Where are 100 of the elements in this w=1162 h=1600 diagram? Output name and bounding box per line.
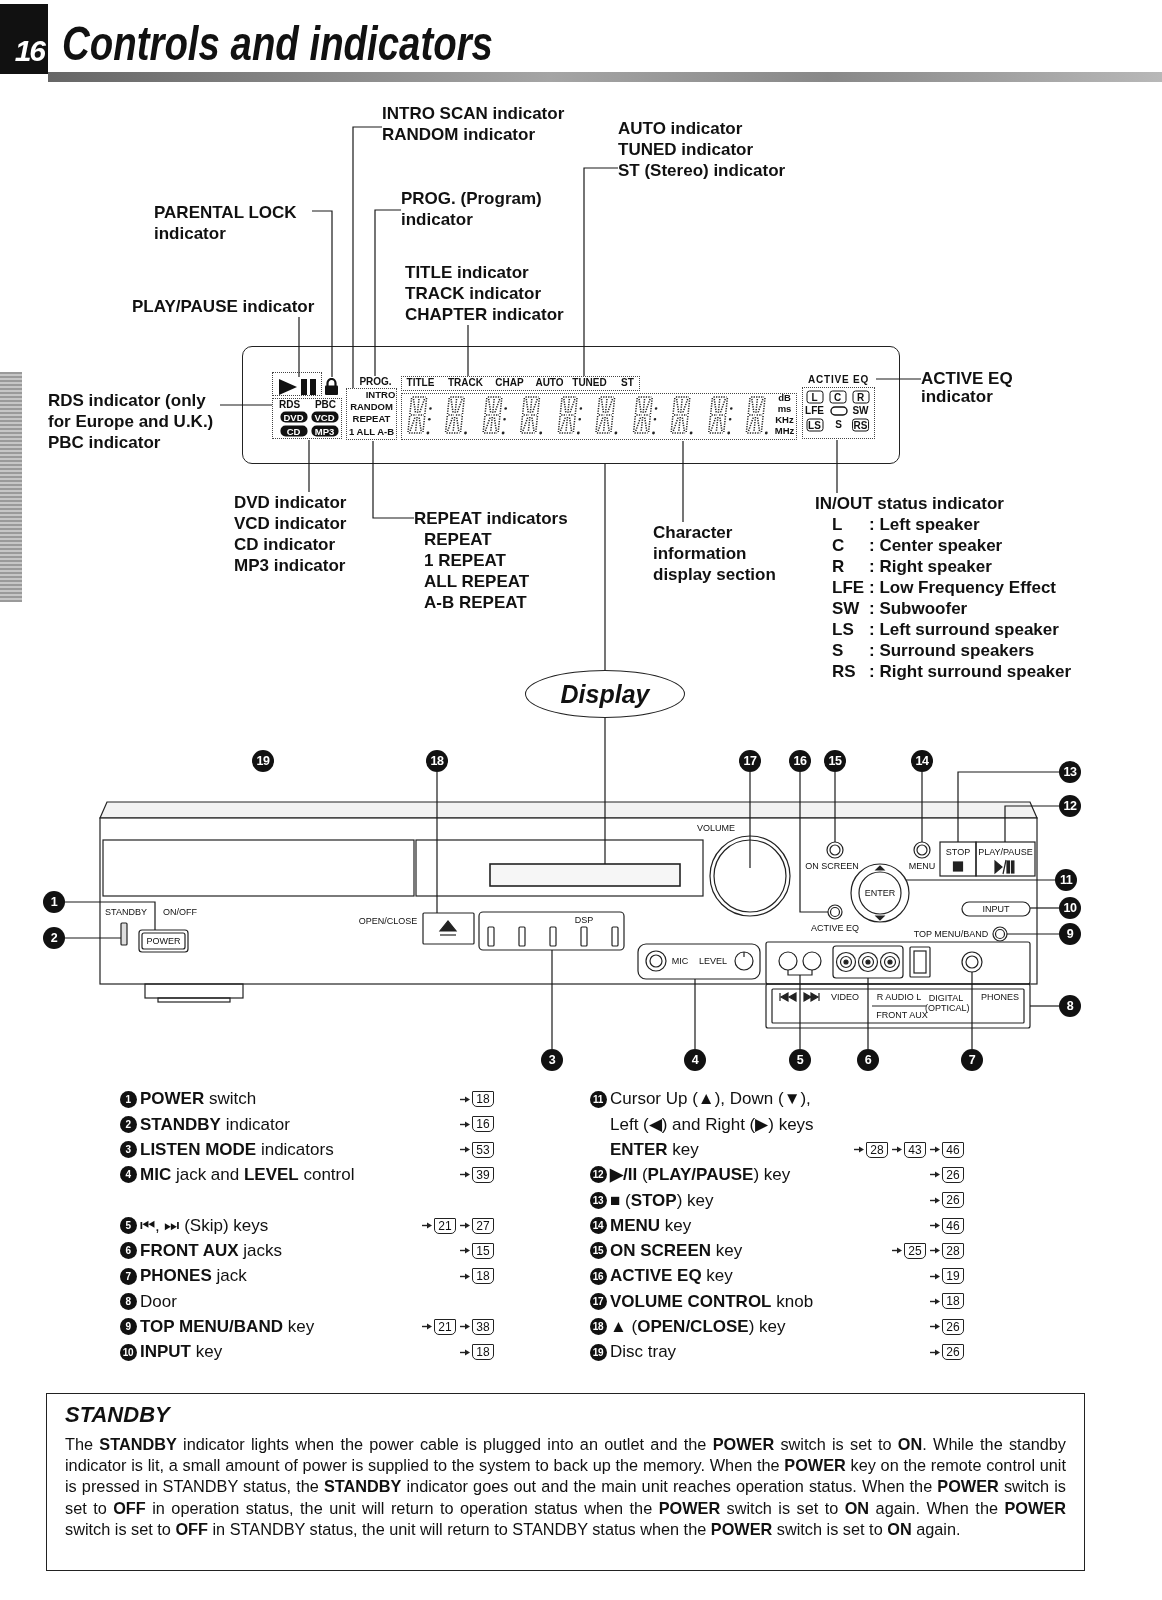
indicator-label: DVD <box>280 411 307 422</box>
panel-label: LEVEL <box>699 956 727 966</box>
page-reference: 26 <box>942 1166 964 1183</box>
note-text: The STANDBY indicator lights when the power cable is plugged into an outlet and the POWER switch is set to ON. While the standby indicator is lit, a small amount of power is supplied to the system to back up the memory. When the POWER key on the remote control unit is pressed in STANDBY status, the STANDBY indicator goes out and the main unit reaches operation status. When the POWER switch is set to OFF in operation status, the unit will return to operation status when the POWER switch is set to ON again. When the POWER switch is set to OFF in STANDBY status, the unit will return to STANDBY status when the POWER switch is set to ON again. <box>65 1434 1066 1540</box>
callout-number: 15 <box>589 1242 607 1260</box>
control-description: MENU key <box>610 1214 692 1237</box>
panel-label: DSP <box>574 915 594 925</box>
control-description: INPUT key <box>140 1341 223 1364</box>
page-reference: 38 <box>472 1318 494 1335</box>
callout-number: 9 <box>119 1318 137 1336</box>
leader-line <box>1029 907 1060 909</box>
callout-number: 17 <box>589 1292 607 1310</box>
callout-text: CHAPTER indicator <box>405 304 564 325</box>
callout-number: 9 <box>1059 923 1081 945</box>
callout-number: 4 <box>119 1166 137 1184</box>
panel-label: PLAY/PAUSE <box>978 847 1033 857</box>
callout-number: 12 <box>589 1166 607 1184</box>
callout-text: RANDOM indicator <box>382 124 535 145</box>
control-description: ■ (STOP) key <box>610 1189 714 1212</box>
panel-label: STANDBY <box>105 907 147 917</box>
indicator-label: SW <box>852 405 869 416</box>
leader-line <box>219 404 273 406</box>
indicator-label: LFE <box>805 405 824 416</box>
leader-line <box>905 879 1056 881</box>
callout-number: 11 <box>589 1090 607 1108</box>
callout-text: LS <box>832 619 854 640</box>
indicator-label: KHz <box>775 414 794 425</box>
callout-number: 2 <box>43 927 65 949</box>
panel-label: PHONES <box>981 992 1019 1002</box>
callout-number: 18 <box>426 750 448 772</box>
leader-line <box>682 440 684 523</box>
panel-label: OPEN/CLOSE <box>358 916 418 926</box>
callout-number: 11 <box>1055 869 1077 891</box>
indicator-label: ms <box>777 403 792 414</box>
callout-number: 12 <box>1059 795 1081 817</box>
control-description: ON SCREEN key <box>610 1240 743 1263</box>
callout-text: ACTIVE EQ indicator <box>921 370 1014 406</box>
callout-text: : Subwoofer <box>869 598 968 619</box>
callout-number: 16 <box>789 750 811 772</box>
leader-line <box>834 771 836 843</box>
callout-text: PROG. (Program) indicator <box>401 188 543 230</box>
control-description: STANDBY indicator <box>140 1113 290 1136</box>
leader-line <box>604 717 606 865</box>
control-description: PHONES jack <box>140 1265 247 1288</box>
callout-text: TITLE indicator <box>405 262 529 283</box>
indicator-label: S <box>835 419 842 430</box>
leader-line <box>64 937 122 939</box>
page-reference: 46 <box>942 1141 964 1158</box>
callout-number: 6 <box>119 1242 137 1260</box>
control-description: FRONT AUX jacks <box>140 1240 282 1263</box>
indicator-label: INTRO <box>365 389 396 400</box>
callout-text: Character information display section <box>653 522 777 585</box>
callout-text: REPEAT <box>424 529 492 550</box>
callout-text: R <box>832 556 845 577</box>
indicator-label: TRACK <box>448 377 483 388</box>
leader-line <box>867 977 869 1050</box>
callout-text: : Right surround speaker <box>869 661 1072 682</box>
callout-text: REPEAT indicators <box>414 508 568 529</box>
callout-number: 4 <box>684 1049 706 1071</box>
callout-number: 13 <box>1059 761 1081 783</box>
control-description: ⏮, ⏭ (Skip) keys <box>140 1214 269 1237</box>
page-reference: 21 <box>434 1217 456 1234</box>
page-reference: 21 <box>434 1318 456 1335</box>
page-reference: 26 <box>942 1318 964 1335</box>
leader-line <box>921 771 923 843</box>
callout-number: 2 <box>119 1115 137 1133</box>
panel-label: VOLUME <box>697 823 735 833</box>
leader-line <box>64 901 156 931</box>
panel-label: ENTER <box>864 888 896 898</box>
panel-label: TOP MENU/BAND <box>913 929 989 939</box>
leader-line <box>604 463 606 671</box>
page-reference: 16 <box>472 1116 494 1133</box>
indicator-label: ACTIVE EQ <box>807 374 870 385</box>
indicator-label: CHAP <box>495 377 524 388</box>
callout-text: RS <box>832 661 856 682</box>
callout-number: 1 <box>119 1090 137 1108</box>
callout-text: : Left surround speaker <box>869 619 1059 640</box>
control-description: ACTIVE EQ key <box>610 1265 733 1288</box>
callout-text: S <box>832 640 844 661</box>
leader-line <box>436 771 438 914</box>
leader-line <box>1004 805 1060 843</box>
callout-text: PBC indicator <box>48 432 161 453</box>
callout-text: : Left speaker <box>869 514 980 535</box>
callout-number: 1 <box>43 891 65 913</box>
callout-text: SW <box>832 598 860 619</box>
callout-text: VCD indicator <box>234 513 347 534</box>
leader-line <box>1029 1005 1060 1007</box>
callout-number: 13 <box>589 1191 607 1209</box>
callout-text: PARENTAL LOCK indicator <box>154 202 298 244</box>
control-description: ▲ (OPEN/CLOSE) key <box>610 1316 786 1339</box>
callout-text: : Center speaker <box>869 535 1003 556</box>
page-reference: 26 <box>942 1192 964 1209</box>
leader-line <box>298 316 300 378</box>
panel-label: INPUT <box>982 904 1010 914</box>
callout-number: 8 <box>119 1292 137 1310</box>
callout-text: RDS indicator (only for Europe and U.K.) <box>48 390 215 432</box>
indicator-label: dB <box>778 392 791 403</box>
leader-line <box>374 209 402 377</box>
panel-label: MIC <box>671 956 689 966</box>
indicator-label: RDS <box>278 399 301 410</box>
